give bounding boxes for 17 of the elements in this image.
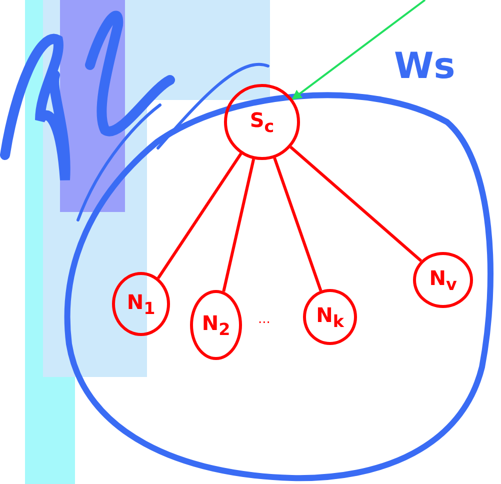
connector-line xyxy=(290,146,422,262)
arrow xyxy=(292,0,426,100)
node-circle xyxy=(413,252,473,308)
node-label: N$_{1}$ xyxy=(126,290,156,318)
node-circle xyxy=(303,289,357,345)
annotation-label: Ws xyxy=(394,46,456,87)
node-circle xyxy=(190,290,242,360)
node-label: N$_{2}$ xyxy=(202,311,230,339)
node-circle xyxy=(224,84,300,160)
ellipsis-label: ... xyxy=(258,312,270,327)
connector-line xyxy=(273,157,322,292)
node-label: N$_{k}$ xyxy=(316,303,344,331)
connector-line xyxy=(222,158,256,292)
connector-line xyxy=(156,152,242,280)
node-label: N$_{v}$ xyxy=(429,266,457,294)
node-label: S$_{c}$ xyxy=(250,108,274,136)
node-circle xyxy=(112,272,170,336)
